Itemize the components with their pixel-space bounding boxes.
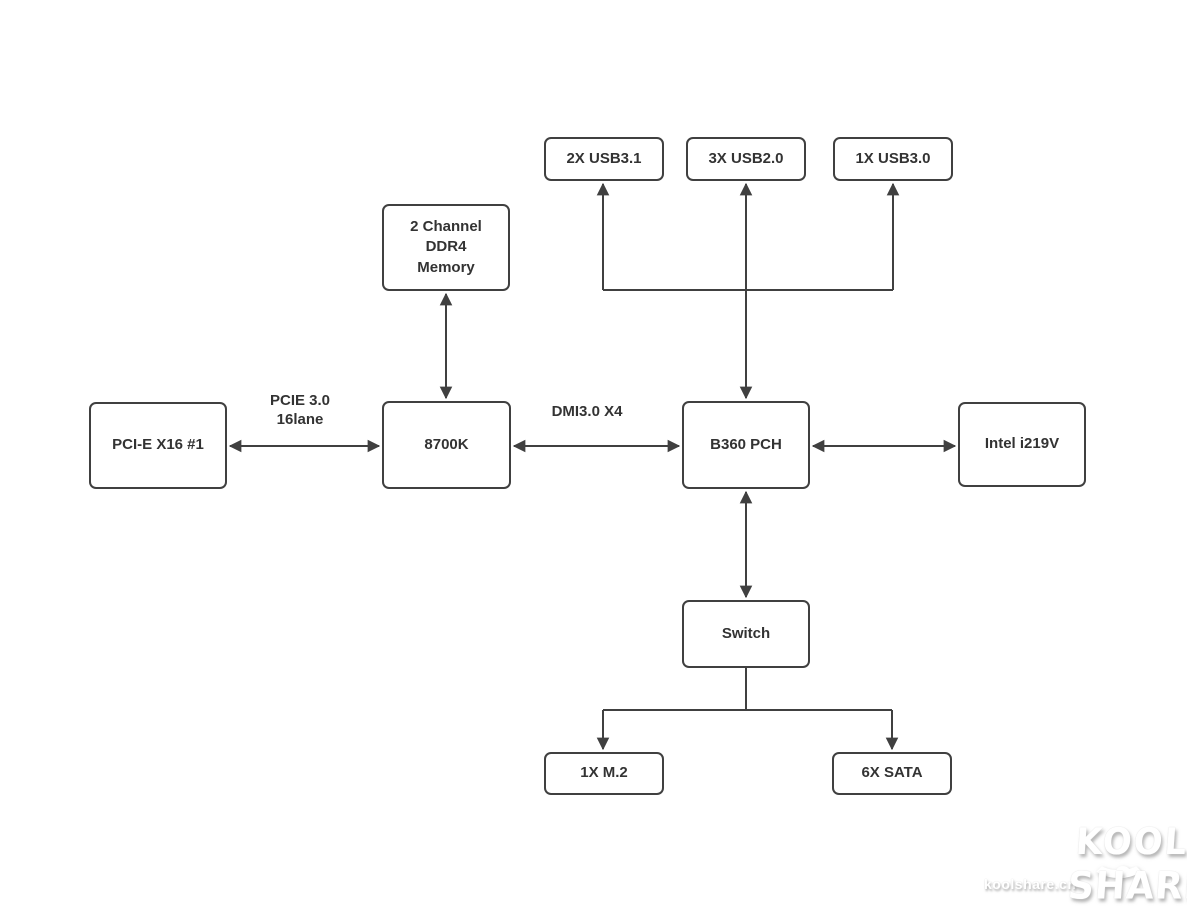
edge-label-pcie-link: PCIE 3.0 16lane bbox=[269, 392, 331, 428]
node-intel-i219v: Intel i219V bbox=[958, 402, 1086, 487]
node-sata: 6X SATA bbox=[832, 752, 952, 795]
node-switch: Switch bbox=[682, 600, 810, 668]
node-b360-pch: B360 PCH bbox=[682, 401, 810, 489]
node-pcie-x16: PCI-E X16 #1 bbox=[89, 402, 227, 489]
node-ddr4-memory: 2 Channel DDR4 Memory bbox=[382, 204, 510, 291]
node-usb3-0: 1X USB3.0 bbox=[833, 137, 953, 181]
node-m2: 1X M.2 bbox=[544, 752, 664, 795]
node-usb3-1: 2X USB3.1 bbox=[544, 137, 664, 181]
node-cpu-8700k: 8700K bbox=[382, 401, 511, 489]
node-usb2-0: 3X USB2.0 bbox=[686, 137, 806, 181]
edge-label-dmi-link: DMI3.0 X4 bbox=[551, 403, 623, 420]
